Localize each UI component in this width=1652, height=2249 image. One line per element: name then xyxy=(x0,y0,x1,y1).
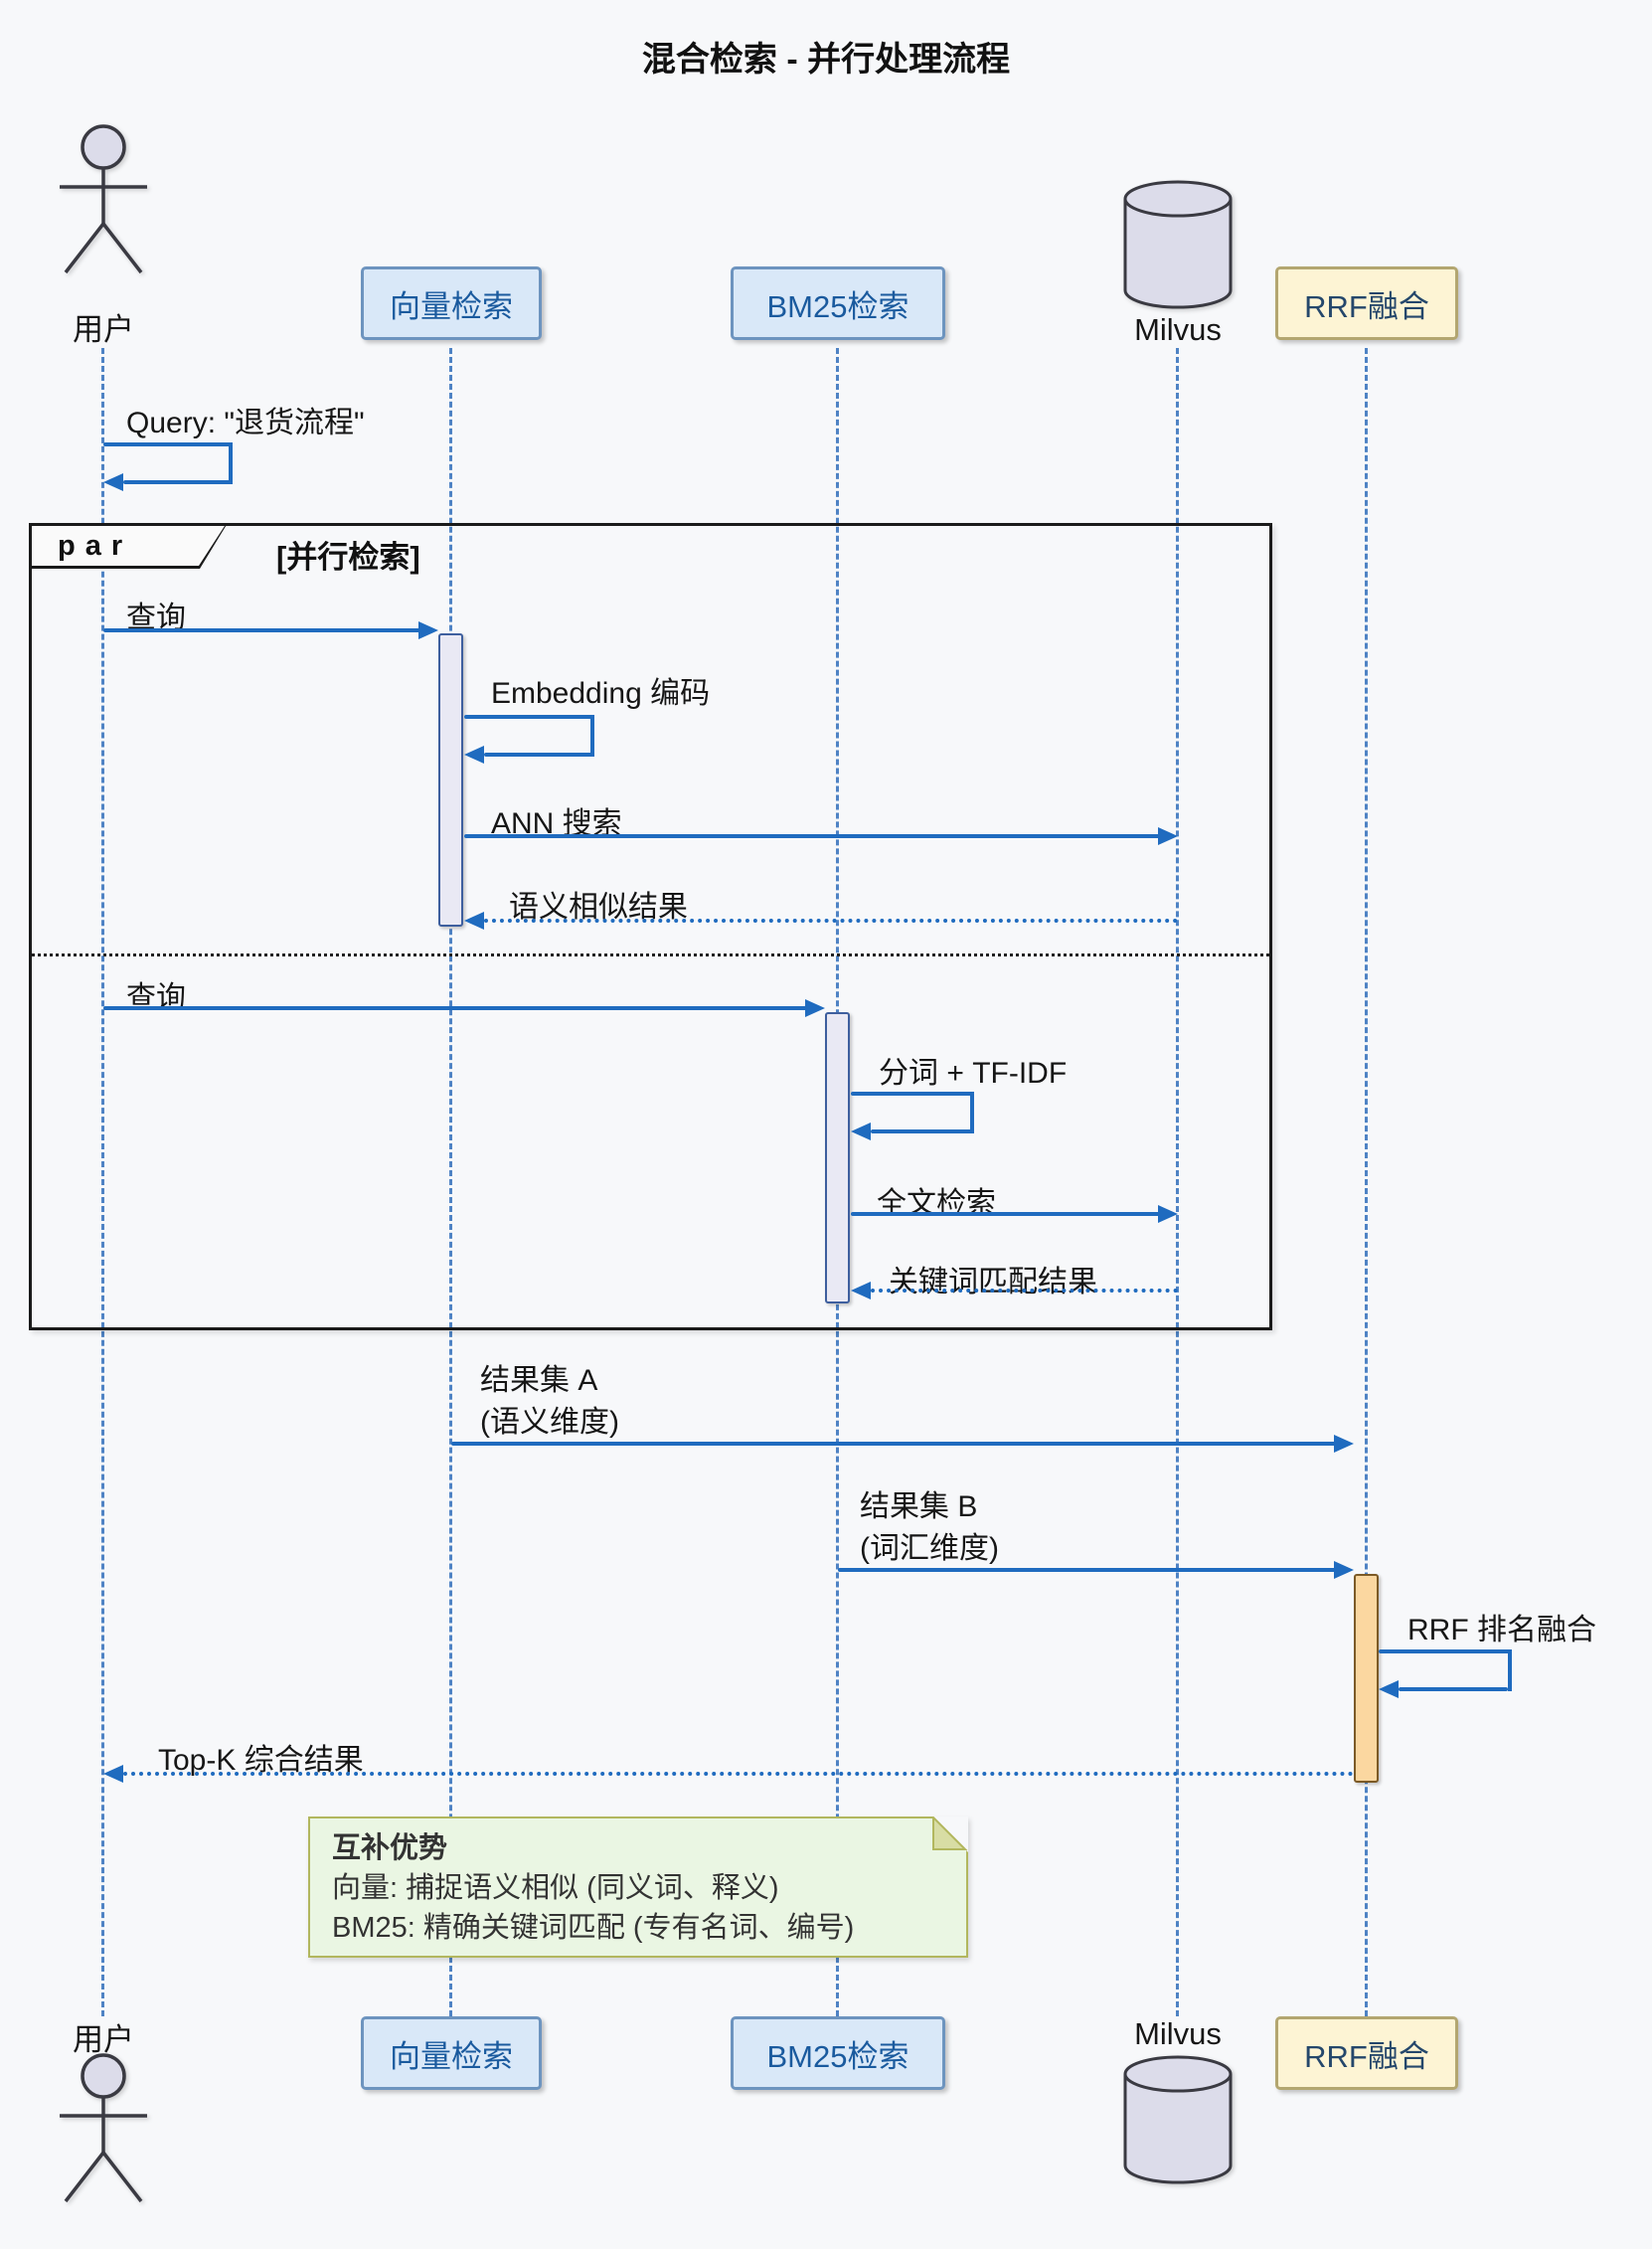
user-actor-icon-bottom xyxy=(60,2053,147,2203)
arrow-head xyxy=(464,912,484,930)
arrow-line xyxy=(484,753,594,757)
arrow-head xyxy=(1158,827,1178,845)
participant-label-milvus-bottom: Milvus xyxy=(1134,2016,1222,2051)
diagram-title: 混合检索 - 并行处理流程 xyxy=(641,41,1011,79)
participant-bm25-top: BM25检索 xyxy=(731,266,945,340)
lifeline-user xyxy=(101,348,104,2016)
arrow-line xyxy=(1399,1687,1508,1691)
par-tab-label: par xyxy=(32,526,225,566)
lifeline-vector xyxy=(449,348,452,2016)
milvus-database-icon-top xyxy=(1123,180,1233,309)
participant-label: 向量检索 xyxy=(390,2038,513,2074)
note-title: 互补优势 xyxy=(332,1832,448,1864)
arrow-line xyxy=(970,1092,974,1133)
arrow-head xyxy=(851,1282,871,1299)
participant-label: RRF融合 xyxy=(1304,2038,1429,2074)
arrow-head xyxy=(851,1123,871,1140)
arrow-line xyxy=(590,715,594,757)
arrow-line xyxy=(1379,1649,1512,1653)
arrow-line xyxy=(851,1212,1160,1216)
participant-label: BM25检索 xyxy=(766,2038,909,2074)
arrow-line xyxy=(464,834,1160,838)
message-label-query-self: Query: "退货流程" xyxy=(126,407,365,439)
message-label-result-b: 结果集 B xyxy=(860,1490,978,1523)
message-label-tokenize: 分词 + TF-IDF xyxy=(879,1057,1068,1090)
arrow-line xyxy=(851,1092,974,1096)
note-line: BM25: 精确关键词匹配 (专有名词、编号) xyxy=(332,1912,855,1944)
activation-bm25 xyxy=(825,1012,850,1303)
participant-rrf-top: RRF融合 xyxy=(1275,266,1458,340)
lifeline-rrf xyxy=(1365,348,1368,2016)
message-label-keyword: 关键词匹配结果 xyxy=(889,1266,1097,1298)
arrow-line xyxy=(451,1442,1336,1446)
message-label-embedding: Embedding 编码 xyxy=(491,677,711,710)
participant-label: BM25检索 xyxy=(766,288,909,324)
arrow-head xyxy=(103,1765,123,1783)
arrow-line-dotted xyxy=(484,919,1178,923)
arrow-line xyxy=(1508,1649,1512,1691)
lifeline-milvus xyxy=(1176,348,1179,2016)
participant-label-milvus-top: Milvus xyxy=(1134,312,1222,347)
arrow-head xyxy=(1334,1561,1354,1579)
message-label-result-a-sub: (语义维度) xyxy=(480,1406,619,1439)
arrow-head xyxy=(805,999,825,1017)
par-guard-label: [并行检索] xyxy=(276,540,420,575)
arrow-head xyxy=(418,621,438,639)
arrow-head xyxy=(1334,1435,1354,1453)
par-section-divider xyxy=(32,953,1269,956)
participant-vector-top: 向量检索 xyxy=(361,266,542,340)
arrow-head xyxy=(1379,1680,1399,1698)
arrow-line-dotted xyxy=(123,1772,1354,1776)
user-actor-icon xyxy=(60,124,147,274)
note-line: 向量: 捕捉语义相似 (同义词、释义) xyxy=(332,1872,779,1904)
activation-vector xyxy=(438,633,463,927)
arrow-line xyxy=(229,442,233,484)
participant-label: 向量检索 xyxy=(390,288,513,324)
participant-label: RRF融合 xyxy=(1304,288,1429,324)
arrow-head xyxy=(1158,1205,1178,1223)
message-label-result-b-sub: (词汇维度) xyxy=(860,1532,999,1565)
arrow-head xyxy=(464,746,484,764)
participant-bm25-bottom: BM25检索 xyxy=(731,2016,945,2090)
arrow-line xyxy=(103,442,233,446)
arrow-line-dotted xyxy=(871,1289,1178,1293)
arrow-line xyxy=(871,1129,974,1133)
complementary-note: 互补优势 向量: 捕捉语义相似 (同义词、释义) BM25: 精确关键词匹配 (… xyxy=(308,1816,968,1958)
arrow-line xyxy=(838,1568,1336,1572)
message-label-result-a: 结果集 A xyxy=(480,1364,598,1397)
participant-label-user-top: 用户 xyxy=(73,312,134,347)
note-fold-icon xyxy=(932,1816,968,1852)
message-label-semantic: 语义相似结果 xyxy=(509,891,688,924)
arrow-line xyxy=(103,1006,807,1010)
participant-label-user-bottom: 用户 xyxy=(73,2022,134,2057)
par-tab: par xyxy=(29,523,228,569)
milvus-database-icon-bottom xyxy=(1123,2055,1233,2184)
message-label-rrf: RRF 排名融合 xyxy=(1407,1614,1596,1646)
message-label-topk: Top-K 综合结果 xyxy=(158,1744,364,1777)
activation-rrf xyxy=(1354,1574,1379,1783)
participant-vector-bottom: 向量检索 xyxy=(361,2016,542,2090)
par-frame: par [并行检索] xyxy=(29,523,1272,1330)
arrow-line xyxy=(464,715,594,719)
arrow-line xyxy=(123,480,233,484)
arrow-head xyxy=(103,473,123,491)
participant-rrf-bottom: RRF融合 xyxy=(1275,2016,1458,2090)
arrow-line xyxy=(103,628,420,632)
